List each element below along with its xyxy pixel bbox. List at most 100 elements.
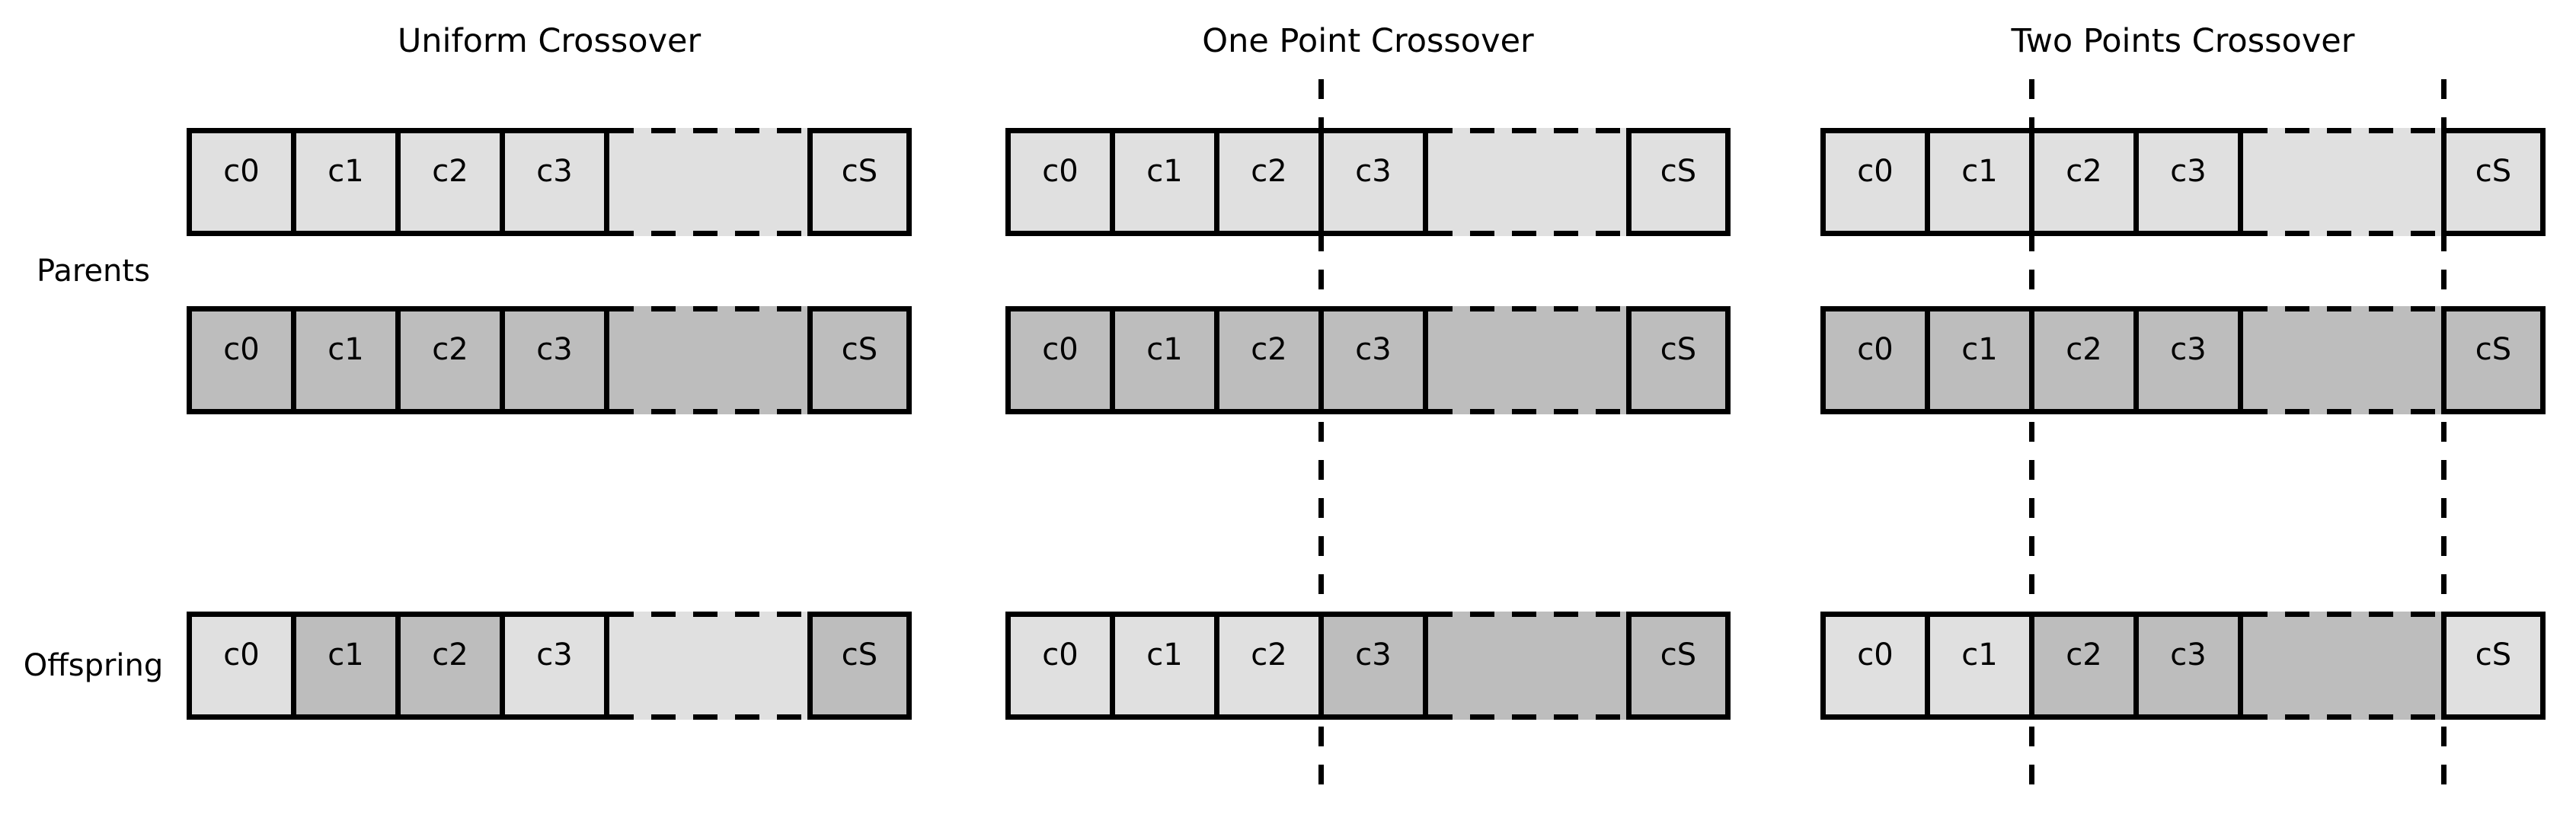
gap-bottom-dashed-border: [609, 231, 807, 236]
chromosome-gap: [609, 128, 807, 236]
gene-cell-label: c0: [223, 153, 260, 189]
gene-cell: c2: [1214, 128, 1318, 236]
gene-cell-label: c3: [536, 153, 573, 189]
gene-cell: cS: [807, 128, 912, 236]
chromosome-offspring: c0 c1 c2 c3 cS: [187, 612, 912, 720]
gene-cell-label: c1: [1961, 331, 1998, 367]
row-label-parents: Parents: [37, 254, 150, 289]
gene-cell: c1: [1110, 612, 1214, 720]
gene-cell: c3: [2133, 306, 2243, 414]
gene-cell-label: c1: [1961, 637, 1998, 672]
column-title: Uniform Crossover: [397, 22, 702, 60]
gene-cell-label: c0: [1042, 331, 1079, 367]
gap-bottom-dashed-border: [2243, 409, 2441, 414]
gene-cell: cS: [807, 306, 912, 414]
gene-cell: c3: [500, 612, 609, 720]
gene-cell-label: cS: [2475, 153, 2512, 189]
gene-cell: c1: [1110, 128, 1214, 236]
gene-cell-label: c2: [432, 637, 468, 672]
gene-cell-label: c3: [536, 637, 573, 672]
column-title: Two Points Crossover: [2011, 22, 2355, 60]
gap-top-dashed-border: [2243, 128, 2441, 133]
gene-cell: c2: [395, 612, 500, 720]
gene-cell: c3: [500, 306, 609, 414]
gene-cell-label: c1: [1961, 153, 1998, 189]
gene-cell-label: c3: [1355, 637, 1392, 672]
chromosome-gap: [609, 306, 807, 414]
gene-cell: cS: [2441, 306, 2546, 414]
gene-cell-label: cS: [841, 331, 878, 367]
gene-cell-label: c1: [328, 331, 364, 367]
gene-cell: cS: [2441, 128, 2546, 236]
gap-top-dashed-border: [1428, 306, 1626, 311]
gene-cell-label: c0: [223, 637, 260, 672]
gap-bottom-dashed-border: [1428, 231, 1626, 236]
gene-cell: c3: [2133, 128, 2243, 236]
gene-cell-label: c3: [2170, 637, 2207, 672]
gene-cell: c2: [395, 306, 500, 414]
chromosome-gap: [2243, 612, 2441, 720]
gene-cell-label: cS: [841, 153, 878, 189]
gap-bottom-dashed-border: [1428, 714, 1626, 720]
gene-cell: c0: [1820, 306, 1925, 414]
gap-top-dashed-border: [1428, 128, 1626, 133]
chromosome-parent-2: c0 c1 c2 c3 cS: [1005, 306, 1731, 414]
gene-cell-label: c1: [328, 637, 364, 672]
gene-cell-label: c1: [1146, 637, 1183, 672]
gene-cell-label: c0: [1042, 153, 1079, 189]
gene-cell: c1: [291, 128, 395, 236]
gene-cell-label: cS: [1660, 637, 1697, 672]
gene-cell: c1: [291, 612, 395, 720]
gene-cell-label: c3: [1355, 153, 1392, 189]
gap-bottom-dashed-border: [2243, 714, 2441, 720]
gene-cell-label: cS: [2475, 637, 2512, 672]
gap-top-dashed-border: [1428, 612, 1626, 617]
gene-cell: c2: [1214, 612, 1318, 720]
gene-cell-label: cS: [1660, 153, 1697, 189]
gene-cell: c0: [1005, 306, 1110, 414]
gene-cell: c1: [1110, 306, 1214, 414]
gene-cell-label: c1: [1146, 153, 1183, 189]
gene-cell-label: c0: [1857, 153, 1894, 189]
gene-cell-label: c2: [432, 331, 468, 367]
gene-cell: cS: [2441, 612, 2546, 720]
gene-cell-label: c2: [1251, 153, 1287, 189]
gene-cell-label: c0: [1857, 637, 1894, 672]
gene-cell: cS: [807, 612, 912, 720]
gene-cell-label: c2: [1251, 331, 1287, 367]
gap-top-dashed-border: [609, 306, 807, 311]
gene-cell: c0: [1820, 612, 1925, 720]
chromosome-gap: [2243, 306, 2441, 414]
gene-cell-label: c2: [2066, 331, 2102, 367]
gene-cell: c3: [1318, 612, 1428, 720]
chromosome-gap: [1428, 128, 1626, 236]
gap-bottom-dashed-border: [1428, 409, 1626, 414]
gene-cell: c2: [2029, 128, 2133, 236]
gene-cell: cS: [1626, 128, 1731, 236]
gene-cell-label: c3: [1355, 331, 1392, 367]
gap-top-dashed-border: [609, 128, 807, 133]
gene-cell: c1: [1925, 306, 2029, 414]
gene-cell: c1: [1925, 128, 2029, 236]
gene-cell: c1: [291, 306, 395, 414]
gap-top-dashed-border: [609, 612, 807, 617]
chromosome-gap: [1428, 612, 1626, 720]
gene-cell-label: c3: [2170, 331, 2207, 367]
gap-bottom-dashed-border: [609, 409, 807, 414]
gene-cell: c1: [1925, 612, 2029, 720]
gene-cell: c3: [2133, 612, 2243, 720]
gap-top-dashed-border: [2243, 612, 2441, 617]
gene-cell: c0: [1005, 128, 1110, 236]
gap-top-dashed-border: [2243, 306, 2441, 311]
gene-cell: c2: [395, 128, 500, 236]
gene-cell: c0: [187, 306, 291, 414]
gene-cell: cS: [1626, 612, 1731, 720]
gene-cell: c2: [2029, 612, 2133, 720]
gene-cell-label: c0: [1857, 331, 1894, 367]
column-title: One Point Crossover: [1202, 22, 1534, 60]
chromosome-gap: [2243, 128, 2441, 236]
gene-cell-label: cS: [1660, 331, 1697, 367]
